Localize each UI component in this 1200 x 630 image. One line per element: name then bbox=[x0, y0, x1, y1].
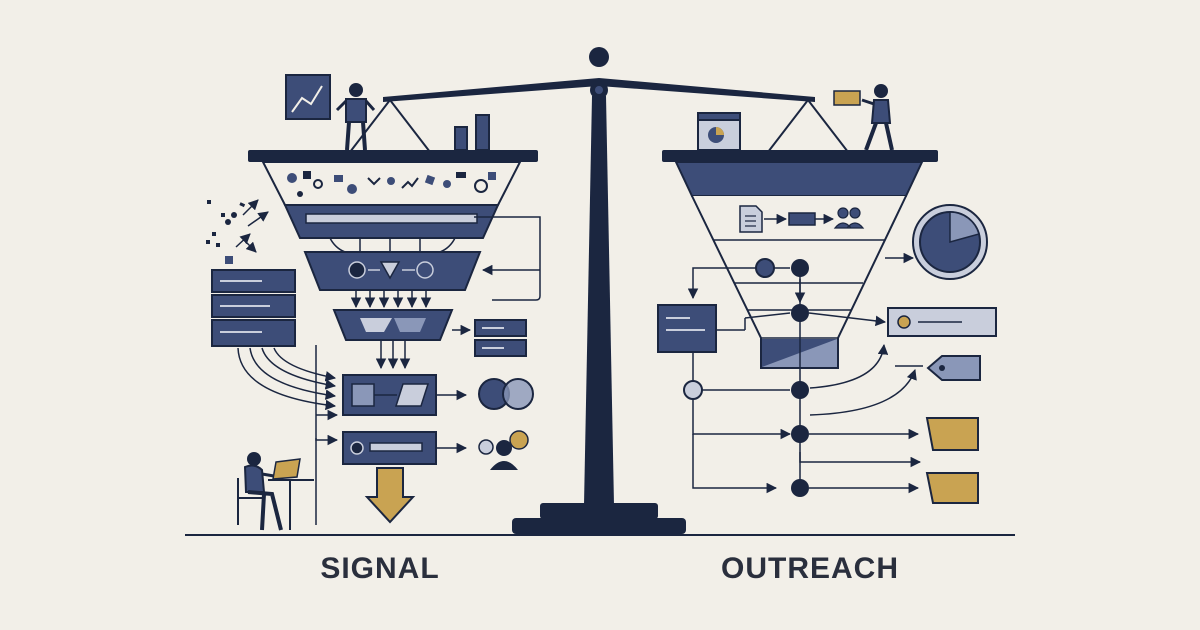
dashboard-window-icon bbox=[697, 112, 741, 151]
list-blocks bbox=[211, 269, 296, 347]
down-arrow-icon bbox=[364, 467, 416, 524]
scatter-particles bbox=[206, 200, 246, 264]
chart-icon bbox=[285, 74, 331, 120]
signal-label: SIGNAL bbox=[320, 552, 440, 585]
balance-scale-icon bbox=[349, 47, 849, 534]
people-icon bbox=[478, 430, 529, 470]
people-icon bbox=[833, 207, 865, 229]
signal-funnel bbox=[206, 74, 541, 531]
venn-circles-icon bbox=[478, 378, 534, 410]
tag-icon bbox=[926, 355, 981, 381]
person-at-laptop-icon bbox=[237, 452, 314, 531]
person-icon bbox=[833, 84, 894, 151]
tag-icon bbox=[925, 417, 979, 451]
pie-chart-icon bbox=[912, 204, 988, 280]
laptop-icon bbox=[268, 458, 314, 481]
stacked-blocks bbox=[474, 319, 527, 357]
bar-chart-icon bbox=[454, 114, 490, 151]
tag-icon bbox=[925, 472, 979, 504]
outreach-label: OUTREACH bbox=[721, 552, 899, 585]
document-icon bbox=[739, 205, 763, 233]
data-particles bbox=[287, 171, 496, 197]
person-icon bbox=[335, 83, 376, 151]
outreach-funnel bbox=[657, 84, 997, 504]
